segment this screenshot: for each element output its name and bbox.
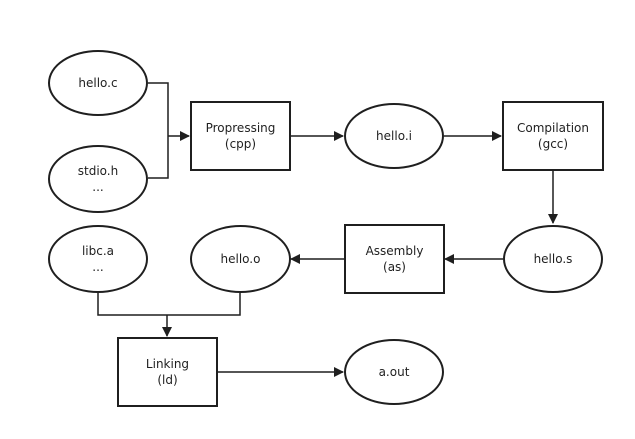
node-libc-a-ellipsis: ... [92, 260, 104, 274]
node-linking: Linking (ld) [117, 337, 218, 407]
node-hello-c-label: hello.c [78, 76, 118, 90]
node-assembly-title: Assembly [365, 244, 424, 258]
node-a-out: a.out [344, 339, 444, 405]
node-hello-i: hello.i [344, 103, 444, 169]
node-compilation: Compilation (gcc) [502, 101, 604, 171]
node-preprocessing-title: Propressing [205, 121, 276, 135]
edge-stdio-h-to-preprocessing [148, 136, 169, 179]
node-hello-s-label: hello.s [533, 252, 573, 266]
node-preprocessing: Propressing (cpp) [190, 101, 291, 171]
node-preprocessing-tool: (cpp) [224, 137, 257, 151]
node-libc-a-label: libc.a [81, 244, 115, 258]
node-stdio-h: stdio.h ... [48, 145, 148, 213]
edge-hello-o-to-linking [167, 293, 241, 316]
node-hello-c: hello.c [48, 50, 148, 116]
node-hello-s: hello.s [503, 225, 603, 293]
node-a-out-label: a.out [378, 365, 410, 379]
node-hello-o: hello.o [190, 225, 291, 293]
node-linking-title: Linking [145, 357, 190, 371]
edge-libc-a-to-linking [97, 293, 167, 316]
node-linking-tool: (ld) [157, 373, 178, 387]
node-assembly: Assembly (as) [344, 224, 445, 294]
edge-hello-c-to-preprocessing [148, 82, 169, 136]
node-hello-i-label: hello.i [376, 129, 412, 143]
node-libc-a: libc.a ... [48, 225, 148, 293]
node-compilation-tool: (gcc) [537, 137, 569, 151]
node-assembly-tool: (as) [383, 260, 406, 274]
node-stdio-h-ellipsis: ... [92, 180, 104, 194]
node-stdio-h-label: stdio.h [77, 164, 119, 178]
node-compilation-title: Compilation [516, 121, 590, 135]
node-hello-o-label: hello.o [220, 252, 261, 266]
